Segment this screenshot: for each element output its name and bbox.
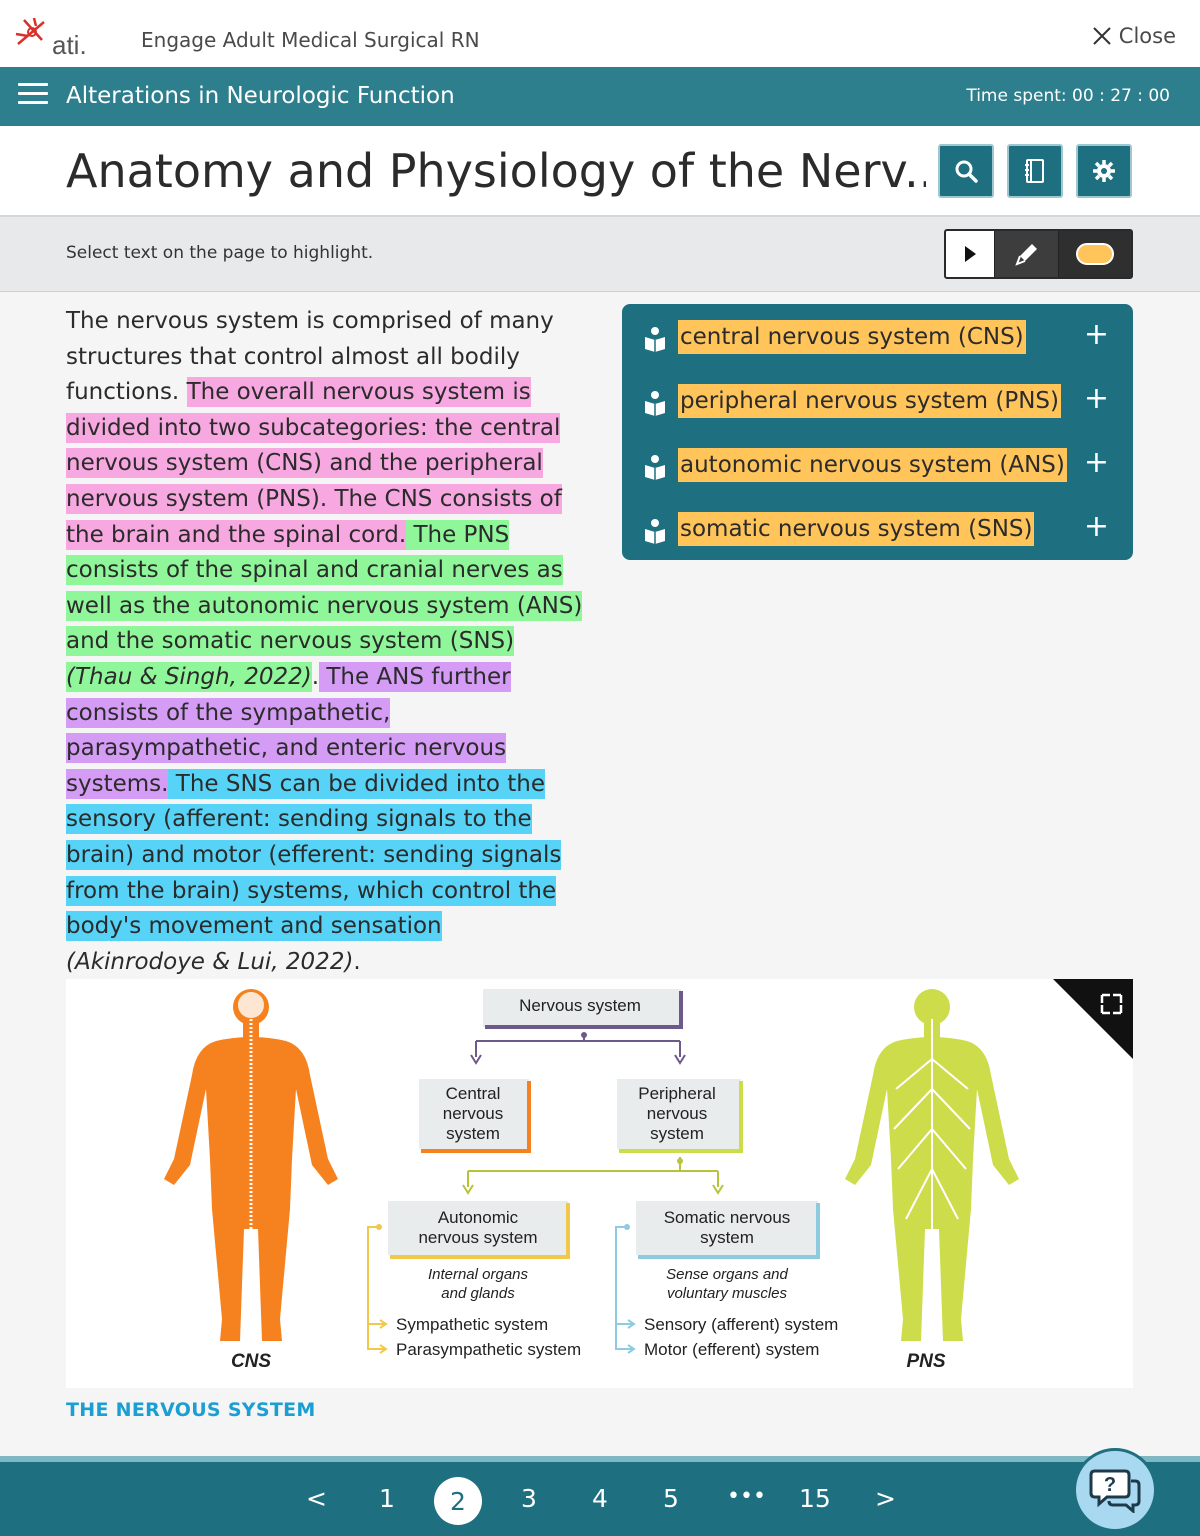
close-icon xyxy=(1093,27,1111,45)
expand-figure-button[interactable] xyxy=(1053,979,1133,1059)
reader-icon xyxy=(645,327,665,352)
expand-icon xyxy=(1100,993,1123,1015)
sns-desc-line1: Sense organs and xyxy=(666,1266,788,1283)
cns-label: CNS xyxy=(231,1351,271,1372)
cns-box-line1: Central xyxy=(446,1084,501,1103)
module-nav-bar: Alterations in Neurologic Function Time … xyxy=(0,67,1200,126)
sns-desc-line2: voluntary muscles xyxy=(667,1285,788,1302)
help-chat-icon: ? xyxy=(1089,1469,1141,1513)
app-title: Engage Adult Medical Surgical RN xyxy=(141,28,480,52)
glossary-term[interactable]: autonomic nervous system (ANS) xyxy=(678,448,1067,482)
page-5[interactable]: 5 xyxy=(663,1484,679,1513)
ans-sub-2: Parasympathetic system xyxy=(396,1340,581,1359)
page-1[interactable]: 1 xyxy=(379,1484,395,1513)
ans-box-line1: Autonomic xyxy=(438,1208,519,1227)
ati-logo: ati. xyxy=(15,17,87,60)
svg-text:?: ? xyxy=(1104,1474,1116,1496)
highlight-hint: Select text on the page to highlight. xyxy=(66,243,374,263)
notebook-icon xyxy=(1025,159,1044,183)
sns-box-line2: system xyxy=(700,1228,754,1247)
glossary-item[interactable]: somatic nervous system (SNS) + xyxy=(622,510,1133,574)
page-3[interactable]: 3 xyxy=(521,1484,537,1513)
sns-box-line1: Somatic nervous xyxy=(664,1208,791,1227)
pns-label: PNS xyxy=(906,1351,945,1372)
ans-desc-line1: Internal organs xyxy=(428,1266,529,1283)
time-spent: Time spent: 00 : 27 : 00 xyxy=(966,86,1170,106)
cns-box-line2: nervous xyxy=(443,1104,503,1123)
highlighter-button[interactable] xyxy=(994,231,1058,277)
pagination-bar: < 1 2 3 4 5 ••• 15 > xyxy=(0,1456,1200,1536)
reader-icon xyxy=(645,519,665,544)
ans-box-line2: nervous system xyxy=(418,1228,537,1247)
close-button[interactable]: Close xyxy=(1091,24,1176,48)
reader-icon xyxy=(645,391,665,416)
highlight-tools xyxy=(944,229,1133,279)
prev-page-button[interactable]: < xyxy=(306,1484,327,1513)
page-title-bar: Anatomy and Physiology of the Nerv... xyxy=(0,126,1200,217)
figure-caption: THE NERVOUS SYSTEM xyxy=(66,1399,316,1421)
nervous-system-figure: CNS PNS Nervous system Central nervous s… xyxy=(66,979,1133,1388)
pns-box-line2: nervous xyxy=(647,1104,707,1123)
glossary-term[interactable]: somatic nervous system (SNS) xyxy=(678,512,1035,546)
search-button[interactable] xyxy=(938,144,994,198)
citation: (Akinrodoye & Lui, 2022) xyxy=(66,948,354,975)
svg-text:ati.: ati. xyxy=(52,30,87,60)
plus-icon[interactable]: + xyxy=(1083,381,1109,416)
module-title: Alterations in Neurologic Function xyxy=(66,83,455,109)
text-segment: The nervous system is comprised of many … xyxy=(66,308,554,406)
glossary-item[interactable]: peripheral nervous system (PNS) + xyxy=(622,382,1133,446)
highlighter-icon xyxy=(1014,244,1037,266)
highlight-color-picker[interactable] xyxy=(1058,231,1131,277)
nervous-system-diagram: CNS PNS Nervous system Central nervous s… xyxy=(164,979,1133,1372)
nervous-system-box: Nervous system xyxy=(519,996,641,1015)
reader-icon xyxy=(645,455,665,480)
settings-button[interactable] xyxy=(1076,144,1132,198)
glossary-item[interactable]: central nervous system (CNS) + xyxy=(622,318,1133,382)
plus-icon[interactable]: + xyxy=(1083,509,1109,544)
close-label: Close xyxy=(1118,24,1176,48)
gear-icon xyxy=(1093,160,1115,182)
page-ellipsis[interactable]: ••• xyxy=(727,1484,766,1509)
notebook-button[interactable] xyxy=(1007,144,1063,198)
ans-sub-1: Sympathetic system xyxy=(396,1315,548,1334)
pns-box-line3: system xyxy=(650,1124,704,1143)
glossary-term[interactable]: peripheral nervous system (PNS) xyxy=(678,384,1061,418)
text-segment: The PNS consists of the spinal and crani… xyxy=(66,521,583,655)
glossary-panel: central nervous system (CNS) + periphera… xyxy=(622,304,1133,560)
plus-icon[interactable]: + xyxy=(1083,445,1109,480)
cns-box-line3: system xyxy=(446,1124,500,1143)
page-title: Anatomy and Physiology of the Nerv... xyxy=(66,144,926,198)
search-icon xyxy=(955,160,978,183)
text-segment: . xyxy=(311,663,320,690)
page-2-current[interactable]: 2 xyxy=(434,1477,482,1525)
play-button[interactable] xyxy=(946,231,994,277)
menu-icon[interactable] xyxy=(18,83,48,109)
text-segment: . xyxy=(353,948,361,975)
page-4[interactable]: 4 xyxy=(592,1484,608,1513)
citation: (Thau & Singh, 2022) xyxy=(66,663,312,690)
glossary-item[interactable]: autonomic nervous system (ANS) + xyxy=(622,446,1133,510)
play-icon xyxy=(965,246,976,262)
highlight-toolbar: Select text on the page to highlight. xyxy=(0,217,1200,292)
pns-box-line1: Peripheral xyxy=(638,1084,716,1103)
help-chat-button[interactable]: ? xyxy=(1073,1448,1157,1532)
ans-desc-line2: and glands xyxy=(441,1285,515,1302)
top-bar: ati. Engage Adult Medical Surgical RN Cl… xyxy=(0,0,1200,67)
body-paragraph[interactable]: The nervous system is comprised of many … xyxy=(66,304,586,980)
page-15[interactable]: 15 xyxy=(799,1484,831,1513)
plus-icon[interactable]: + xyxy=(1083,317,1109,352)
selected-color-swatch xyxy=(1076,243,1114,265)
sns-sub-1: Sensory (afferent) system xyxy=(644,1315,838,1334)
sns-sub-2: Motor (efferent) system xyxy=(644,1340,819,1359)
glossary-term[interactable]: central nervous system (CNS) xyxy=(678,320,1026,354)
next-page-button[interactable]: > xyxy=(875,1484,896,1513)
